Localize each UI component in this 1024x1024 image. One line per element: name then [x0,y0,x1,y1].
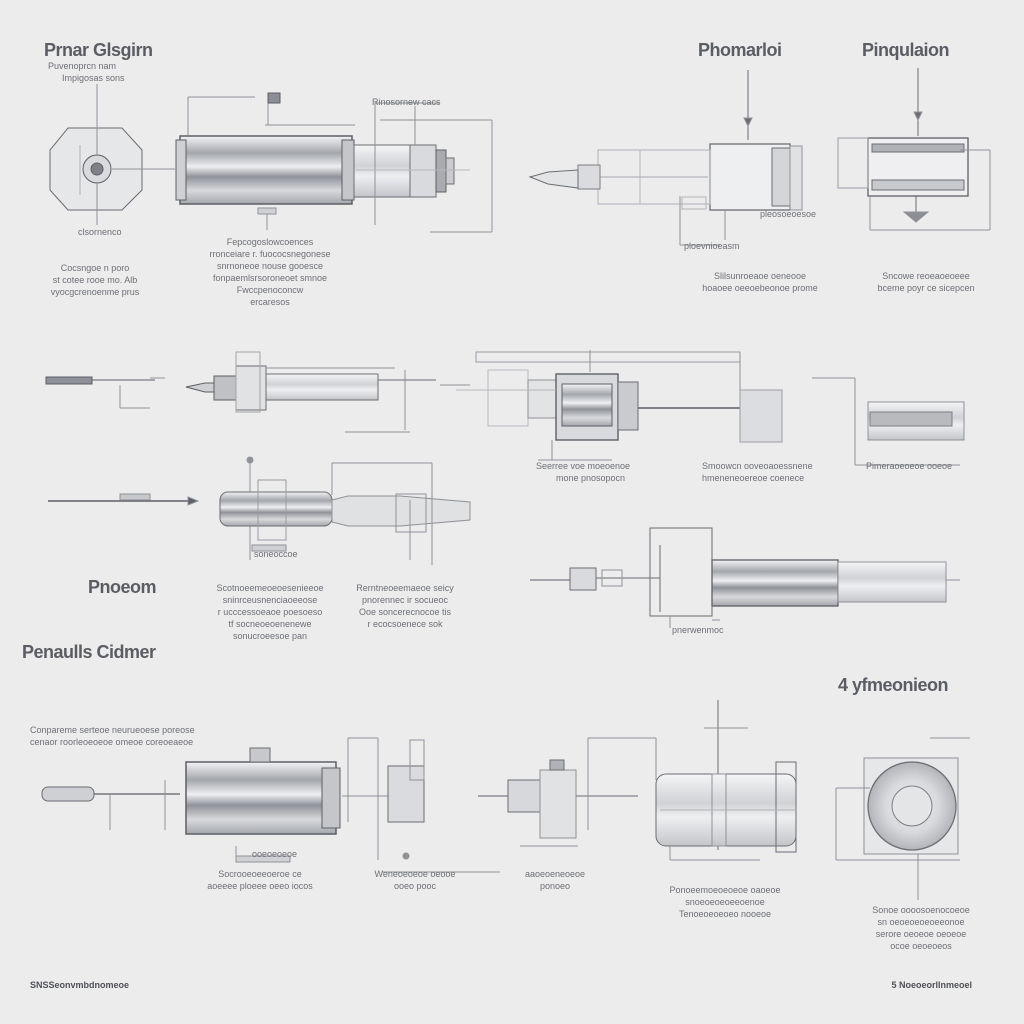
syringe-row-two [45,351,470,433]
caption-tl-mid-note-2: rronceiare r. fuococsnegonese [209,249,331,259]
caption-r5-e-2: sn oeoeoeoeoeeonoe [877,917,965,927]
caption-tl-note-1: Cocsngoe n poro [60,263,130,273]
caption-r5-b-1: Weneoeoeoe oeooe [374,869,456,879]
caption-tl-note-3: vyocgcrenoenme prus [50,287,140,297]
flange-fitting-bottom [342,737,500,873]
caption-r5-c-2: ponoeo [539,881,571,891]
heading-lower-right: 4 yfmeonieon [838,675,949,695]
caption-r3-b-2: pnorennec ir socueoc [361,595,449,605]
caption-r2-note-2: mone pnosopocn [556,473,626,483]
caption-r2-note-4: hmeneneoereoe coenece [702,473,805,483]
caption-r5-e-3: serore oeoeoe oeoeoe [875,929,967,939]
caption-r2-note-1: Seerree voe moeoenoe [536,461,631,471]
small-cylinder-top-right [837,68,991,231]
caption-r5-e-4: ocoe oeoeoeos [890,941,952,951]
caption-r3-a-2: sninrceusnenciaoeeose [222,595,318,605]
caption-tl-mid-note-4: fonpaemlsrsoroneoet smnoe [212,273,328,283]
coupling-block-assembly [456,350,783,461]
caption-r5-c-1: aaoeoeneoeoe [524,869,586,879]
small-block-right [812,377,965,466]
footer-left-label: SNSSeonvmbdnomeoe [30,980,130,990]
caption-r2-small: Pimeraoeoeoe ooeoe [866,461,953,471]
heading-top-left: Prnar Glsgirn [44,40,153,60]
heading-middle-left-2: Penaulls Cidmer [22,642,156,662]
caption-tr-small-2: pleosoeoesoe [760,209,817,219]
caption-r3-a-1: Scotnoeemeoeoesenieeoe [216,583,324,593]
disc-end-view [835,737,970,900]
caption-tr-note-1: Slilsunroeaoe oeneooe [713,271,807,281]
caption-tr-note-2: hoaoee oeeoebeonoe prome [702,283,818,293]
caption-tl-mid-note-6: ercaresos [250,297,290,307]
caption-r3-b-3: Ooe soncerecnocoe tis [358,607,452,617]
caption-r5-e-1: Sonoe oooosoenocoeoe [872,905,970,915]
caption-r5-b-2: ooeo pooc [393,881,437,891]
footer-right-label: 5 Noeoeorllnmeoel [891,980,972,990]
heading-top-right: Pinqulaion [862,40,950,60]
cylinder-with-rod-bottom [41,747,341,863]
octagon-end-view [49,84,175,225]
caption-tl-mid-note-5: Fwccpenoconcw [236,285,304,295]
caption-r5-a-1: Socrooeoeeoeroe ce [218,869,302,879]
caption-tl-small: clsornenco [78,227,122,237]
caption-r4-note-2: cenaor roorleoeoeoe omeoe coreoeaeoe [30,737,194,747]
needle-assembly-top [528,70,803,246]
caption-r3-a-5: sonucroeesoe pan [232,631,308,641]
caption-tr-right-note-1: Sncowe reoeaoeoeee [882,271,970,281]
caption-r3-b-4: r ecocsoenece sok [367,619,443,629]
caption-r4-note-1: Conpareme serteoe neurueoese poreose [30,725,195,735]
caption-r3-b-1: Rerntneoeemaeoe seicy [356,583,454,593]
caption-tl-sub-2: Impigosas sons [62,73,125,83]
caption-r5-d-3: Tenoeoeoeoeo nooeoe [678,909,772,919]
plunger-rod-assembly [48,456,471,565]
long-needle-assembly [530,527,960,628]
caption-r3-small-2: pnerwenmoc [672,625,724,635]
caption-tl-note-2: st cotee rooe mo. Alb [52,275,138,285]
heading-top-middle: Phomarloi [698,40,782,60]
valve-assembly-bottom [478,737,657,847]
caption-r5-d-2: snoeoeoeoeeoenoe [685,897,765,907]
caption-r3-a-3: r ucccessoeaoe poesoeso [217,607,323,617]
caption-tl-mid-note-1: Fepcogoslowcoences [226,237,314,247]
caption-r3-a-4: tf socneoeoenenewe [228,619,312,629]
caption-r2-note-3: Smoowcn ooveoaoessnene [702,461,813,471]
caption-tr-small: ploevnioeasm [684,241,740,251]
heading-middle-left: Pnoeom [88,577,157,597]
caption-tl-sub-1: Puvenoprcn nam [48,61,117,71]
caption-tr-right-note-2: bceme poyr ce sicepcen [877,283,975,293]
caption-tl-mid-note-3: snrnoneoe nouse gooesce [216,261,324,271]
caption-r5-d-1: Ponoeemoeoeoeoe oaoeoe [669,885,781,895]
barrel-assembly-bottom [655,700,797,861]
caption-tl-dim: Rinosornew cacs [372,97,441,107]
caption-r5-small: ooeoeoeoe [252,849,298,859]
caption-r5-a-2: aoeeee ploeee oeeo iocos [207,881,313,891]
cylinder-assembly-top [175,92,493,233]
caption-r3-small: soneoccoe [254,549,298,559]
